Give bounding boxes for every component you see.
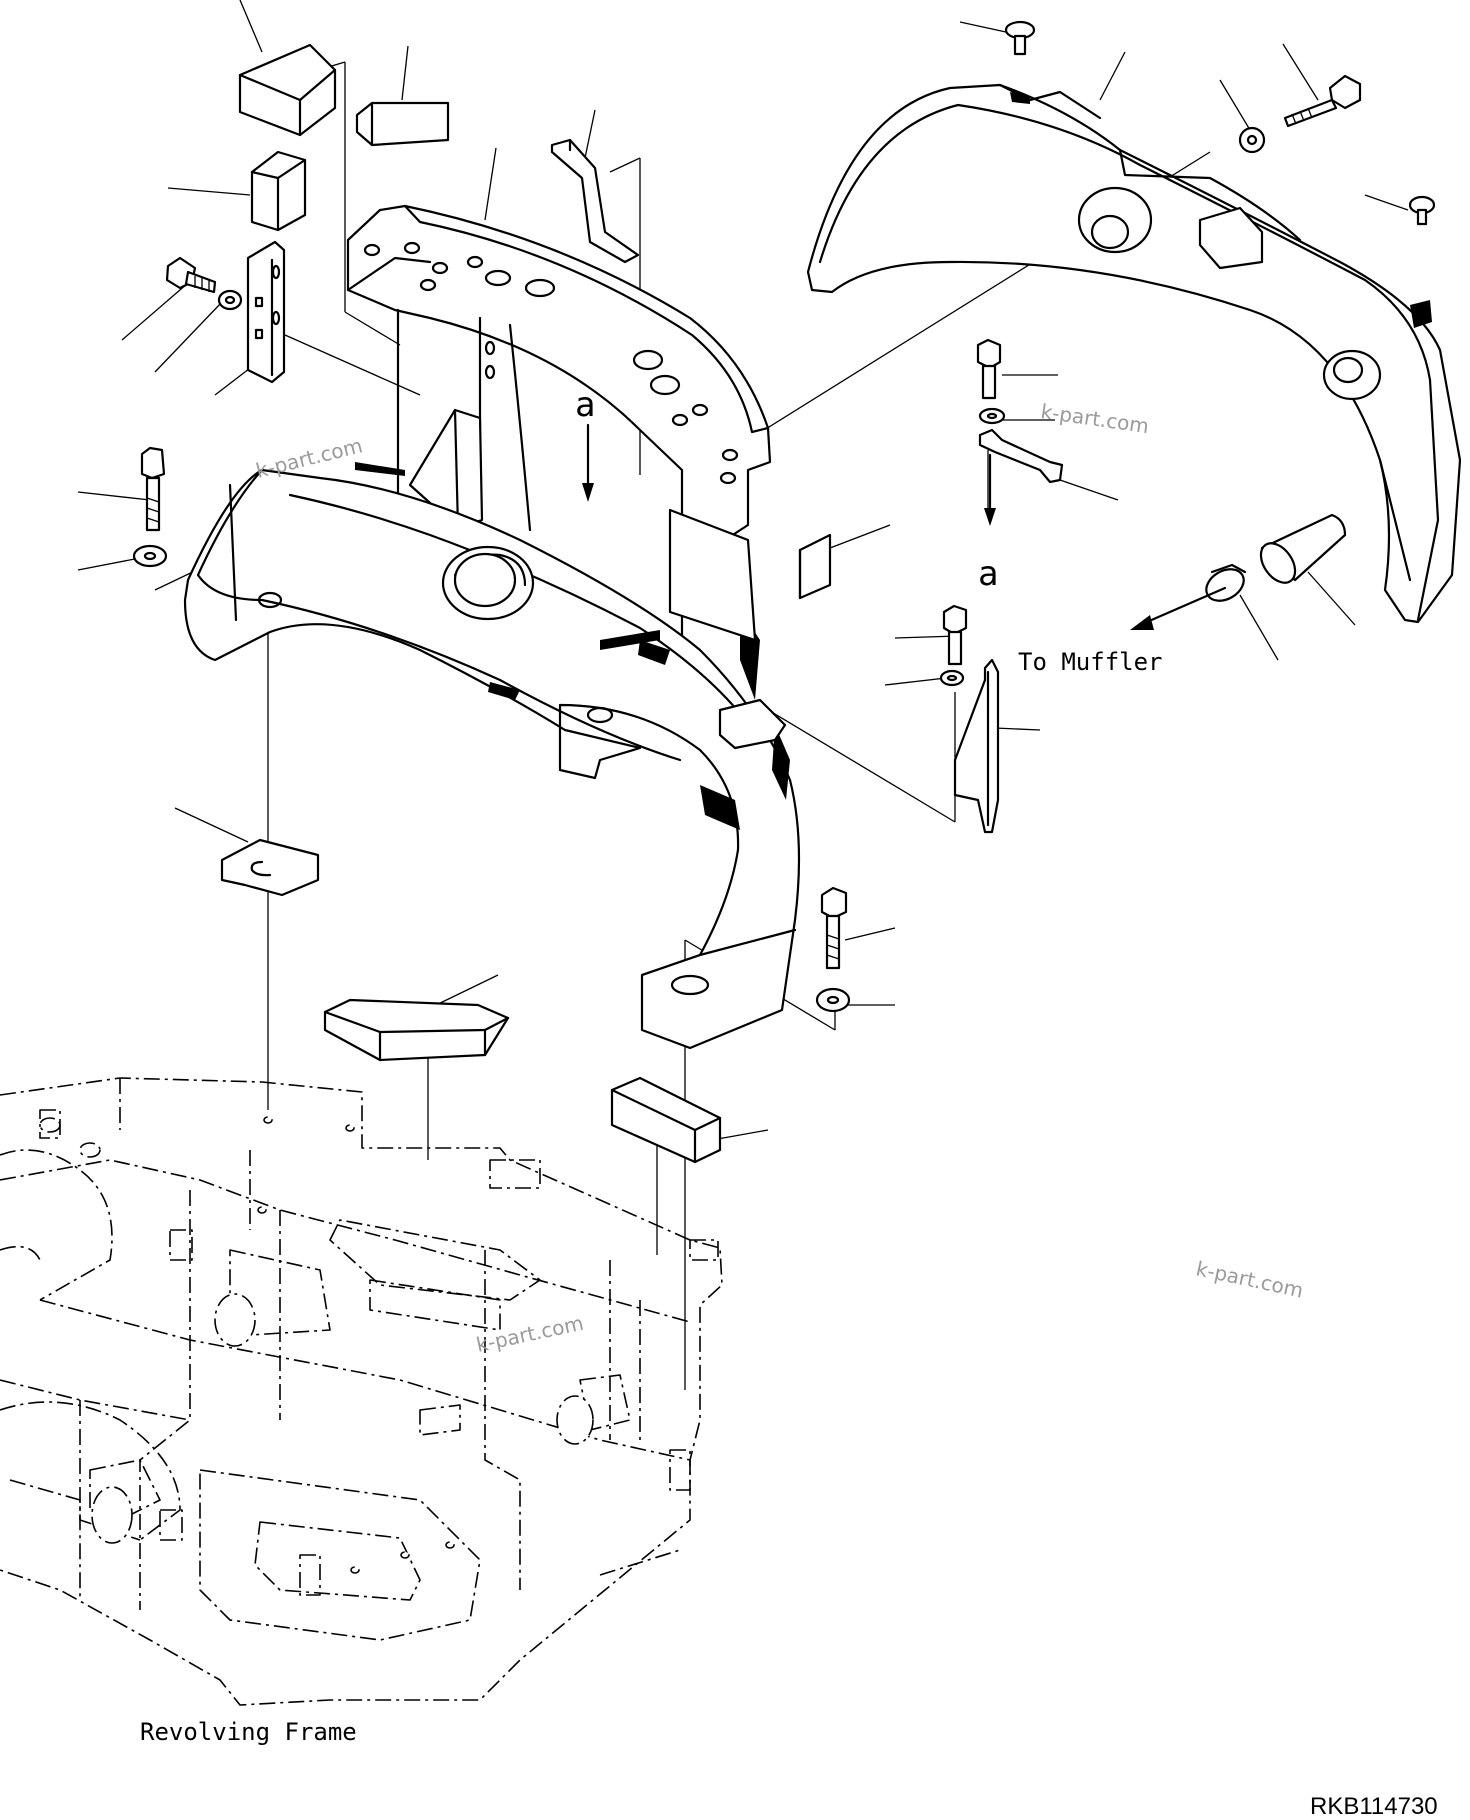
strap-bracket bbox=[978, 428, 1064, 484]
watermark-3: k-part.com bbox=[1194, 1256, 1306, 1302]
washer-lower-right bbox=[815, 987, 851, 1013]
shim-block-large bbox=[323, 998, 510, 1062]
shim-c-plate bbox=[220, 838, 320, 897]
revolving-frame-label: Revolving Frame bbox=[140, 1718, 357, 1746]
muffler-pipe bbox=[1259, 513, 1347, 584]
drawing-code: RKB114730 bbox=[1310, 1793, 1438, 1820]
revolving-frame-phantom bbox=[0, 1077, 723, 1706]
main-frame bbox=[183, 204, 801, 1050]
leader-lines bbox=[77, 0, 1409, 1141]
bracket-plate-right bbox=[953, 658, 1000, 834]
block-top-left bbox=[238, 43, 337, 137]
to-muffler-label: To Muffler bbox=[1018, 648, 1163, 676]
screw-right-counterweight bbox=[1408, 195, 1436, 226]
block-wedge-center bbox=[798, 533, 832, 600]
block-cube-left bbox=[250, 150, 307, 232]
shim-block-bar bbox=[610, 1076, 722, 1164]
block-plate-top bbox=[355, 101, 450, 147]
bolt-lower-right bbox=[820, 886, 848, 970]
washer-right-strap bbox=[978, 407, 1006, 425]
bracket-plate-center bbox=[550, 138, 640, 264]
section-ref-top: a bbox=[575, 385, 595, 425]
section-arrow-a-right: a bbox=[978, 453, 998, 594]
muffler-arrow: To Muffler bbox=[1018, 586, 1227, 676]
bolt-mid-right bbox=[942, 604, 968, 666]
bracket-plate-left bbox=[246, 240, 286, 384]
watermark-4: k-part.com bbox=[474, 1311, 586, 1357]
washer-top-right bbox=[1238, 126, 1266, 154]
section-arrow-a-top: a bbox=[575, 385, 595, 502]
counterweight bbox=[806, 83, 1462, 624]
screw-top-counterweight bbox=[1004, 20, 1036, 56]
section-ref-right: a bbox=[978, 554, 998, 594]
bolt-left-angled bbox=[165, 256, 217, 294]
watermark-2: k-part.com bbox=[1039, 399, 1150, 438]
pipe-clamp bbox=[1205, 563, 1247, 602]
bolt-right-strap bbox=[976, 338, 1002, 400]
washer-mid-right bbox=[939, 669, 965, 687]
bolt-left-vertical bbox=[140, 446, 166, 532]
washer-left-angled bbox=[217, 289, 243, 311]
bolt-top-right bbox=[1283, 74, 1362, 128]
washer-left-vertical bbox=[132, 544, 168, 568]
